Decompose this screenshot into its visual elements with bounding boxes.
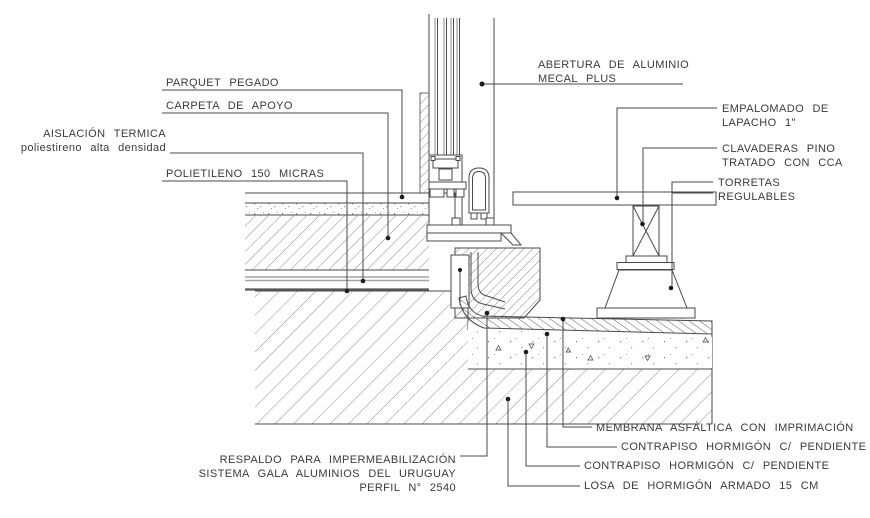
- adjustable-pedestal: [596, 255, 696, 319]
- interior-floor-layers: [245, 192, 463, 291]
- frame-track-profile: [428, 181, 467, 198]
- label-respaldo-line2: SISTEMA GALA ALUMINIOS DEL URUGUAY: [199, 468, 457, 480]
- sill-profile: [426, 217, 523, 246]
- glazing-lines: [434, 18, 460, 160]
- leader-polietileno: [162, 180, 348, 291]
- aggregate-symbols: [495, 336, 709, 362]
- label-losa: LOSA DE HORMIGÓN ARMADO 15 CM: [584, 479, 819, 492]
- concrete-topping: [468, 322, 712, 368]
- label-clavaderas-line1: CLAVADERAS PINO: [722, 143, 835, 155]
- leader-losa: [507, 399, 580, 487]
- leader-contrapiso1: [546, 334, 617, 448]
- label-abertura-line2: MECAL PLUS: [538, 73, 616, 85]
- leader-aislacion: [170, 152, 364, 281]
- label-contrapiso1: CONTRAPISO HORMIGÓN C/ PENDIENTE: [621, 440, 866, 453]
- leader-torretas: [671, 181, 713, 288]
- fastener-head: [458, 268, 462, 272]
- slab-hatch: [255, 291, 712, 424]
- sill-drip: [499, 232, 523, 246]
- topping-fill: [468, 322, 712, 368]
- leader-clavaderas: [642, 147, 717, 224]
- label-respaldo-line3: PERFIL N° 2540: [359, 482, 456, 494]
- flashing-inner: [477, 252, 506, 303]
- label-polietileno: POLIETILENO 150 MICRAS: [166, 168, 324, 180]
- handle-profile: [468, 167, 490, 220]
- pedestal-base-plate: [596, 307, 696, 319]
- timber-sleeper: [632, 205, 660, 257]
- deck-board: [512, 191, 717, 206]
- label-parquet: PARQUET PEGADO: [166, 77, 279, 89]
- pedestal-body: [604, 269, 688, 309]
- label-torretas-line2: REGULABLES: [718, 191, 795, 203]
- sash-bottom-profile: [428, 154, 463, 183]
- membrane-band: [458, 295, 713, 335]
- label-aislacion-line2: poliestireno alta densidad: [21, 142, 166, 154]
- label-empalomado-line2: LAPACHO 1": [722, 117, 796, 129]
- leader-contrapiso2: [525, 352, 580, 467]
- label-torretas-line1: TORRETAS: [718, 177, 780, 189]
- leader-lines: [162, 81, 717, 487]
- leader-respaldo: [460, 313, 488, 457]
- label-membrana: MEMBRANA ASFÁLTICA CON IMPRIMACIÓN: [596, 421, 854, 434]
- leader-parquet: [162, 89, 403, 197]
- sill-masonry: [450, 247, 541, 319]
- label-carpeta: CARPETA DE APOYO: [166, 100, 293, 112]
- leader-carpeta: [162, 112, 389, 238]
- jamb-masonry-strip: [419, 92, 430, 194]
- label-clavaderas-line2: TRATADO CON CCA: [722, 157, 843, 169]
- mortar-bed-layer: [245, 203, 429, 215]
- label-aislacion-line1: AISLACIÓN TERMICA: [43, 127, 166, 140]
- label-empalomado-line1: EMPALOMADO DE: [722, 103, 829, 115]
- deck-assembly: [512, 191, 717, 319]
- aluminium-window-section: [419, 14, 523, 246]
- label-respaldo-line1: RESPALDO PARA IMPERMEABILIZACIÓN: [220, 453, 456, 466]
- label-abertura-line1: ABERTURA DE ALUMINIO: [538, 59, 689, 71]
- leader-membrana: [562, 319, 592, 428]
- screed-layer: [245, 215, 429, 270]
- callout-labels: PARQUET PEGADO CARPETA DE APOYO AISLACIÓ…: [21, 59, 866, 494]
- label-contrapiso2: CONTRAPISO HORMIGÓN C/ PENDIENTE: [584, 459, 829, 472]
- flashing-outer: [470, 252, 506, 310]
- asphalt-membrane: [458, 295, 713, 335]
- leader-empalomado: [616, 107, 717, 198]
